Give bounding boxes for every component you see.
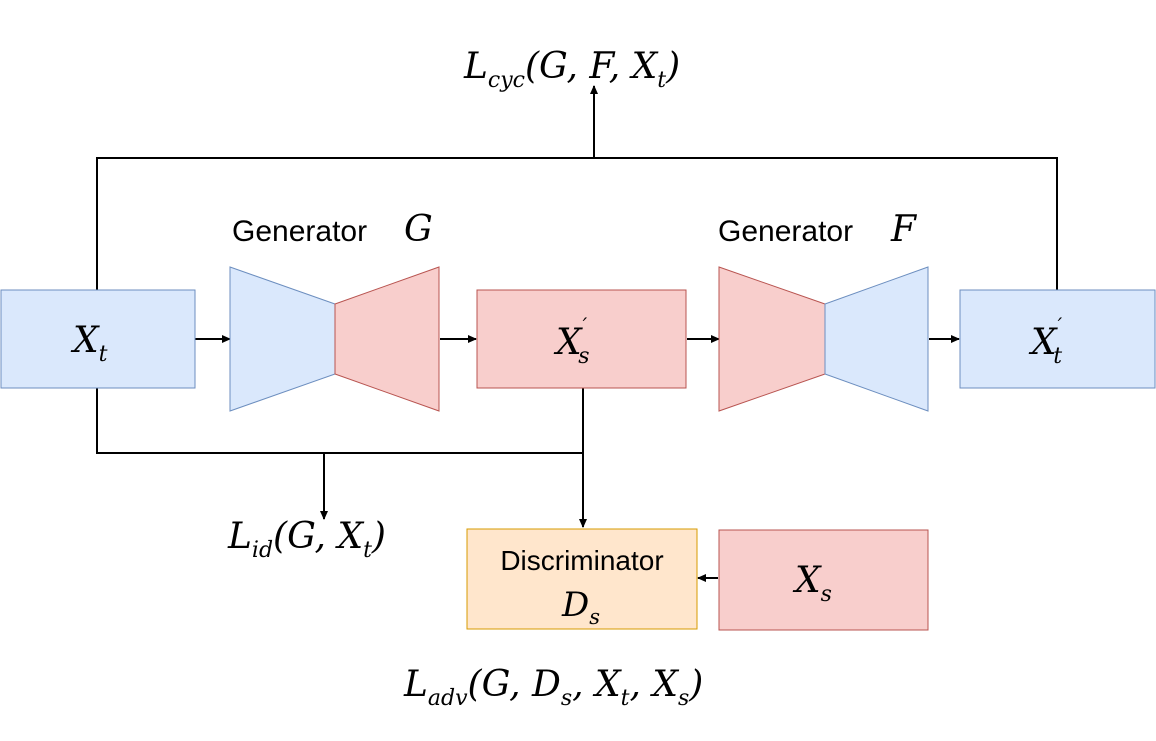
svg-text:X′t: X′t	[1028, 313, 1063, 369]
box-xs: Xs	[718, 529, 929, 631]
generator-g: Generator G	[229, 209, 440, 412]
loss-identity: Lid(G, Xt)	[227, 516, 386, 563]
svg-text:Xs: Xs	[792, 560, 832, 607]
cycle-loss-connector	[96, 85, 1058, 290]
generator-g-label: Generator	[232, 215, 367, 248]
svg-text:X′s: X′s	[553, 313, 589, 369]
generator-g-symbol: G	[404, 209, 433, 250]
box-xs-prime: X′s	[476, 289, 687, 389]
identity-loss-connector	[96, 388, 583, 520]
loss-adversarial: Ladv(G, Ds, Xt, Xs)	[403, 664, 703, 711]
generator-f: Generator F	[718, 209, 929, 412]
box-xt-prime: X′t	[959, 289, 1156, 389]
generator-f-symbol: F	[890, 209, 918, 250]
discriminator-symbol: Ds	[561, 585, 600, 629]
box-xt: Xt	[0, 289, 196, 389]
discriminator-label: Discriminator	[500, 545, 663, 576]
generator-f-label: Generator	[718, 215, 853, 248]
loss-cycle-consistency: Lcyc(G, F, Xt)	[463, 46, 680, 93]
svg-text:Xt: Xt	[70, 320, 108, 367]
discriminator-ds: Discriminator Ds	[466, 528, 698, 630]
